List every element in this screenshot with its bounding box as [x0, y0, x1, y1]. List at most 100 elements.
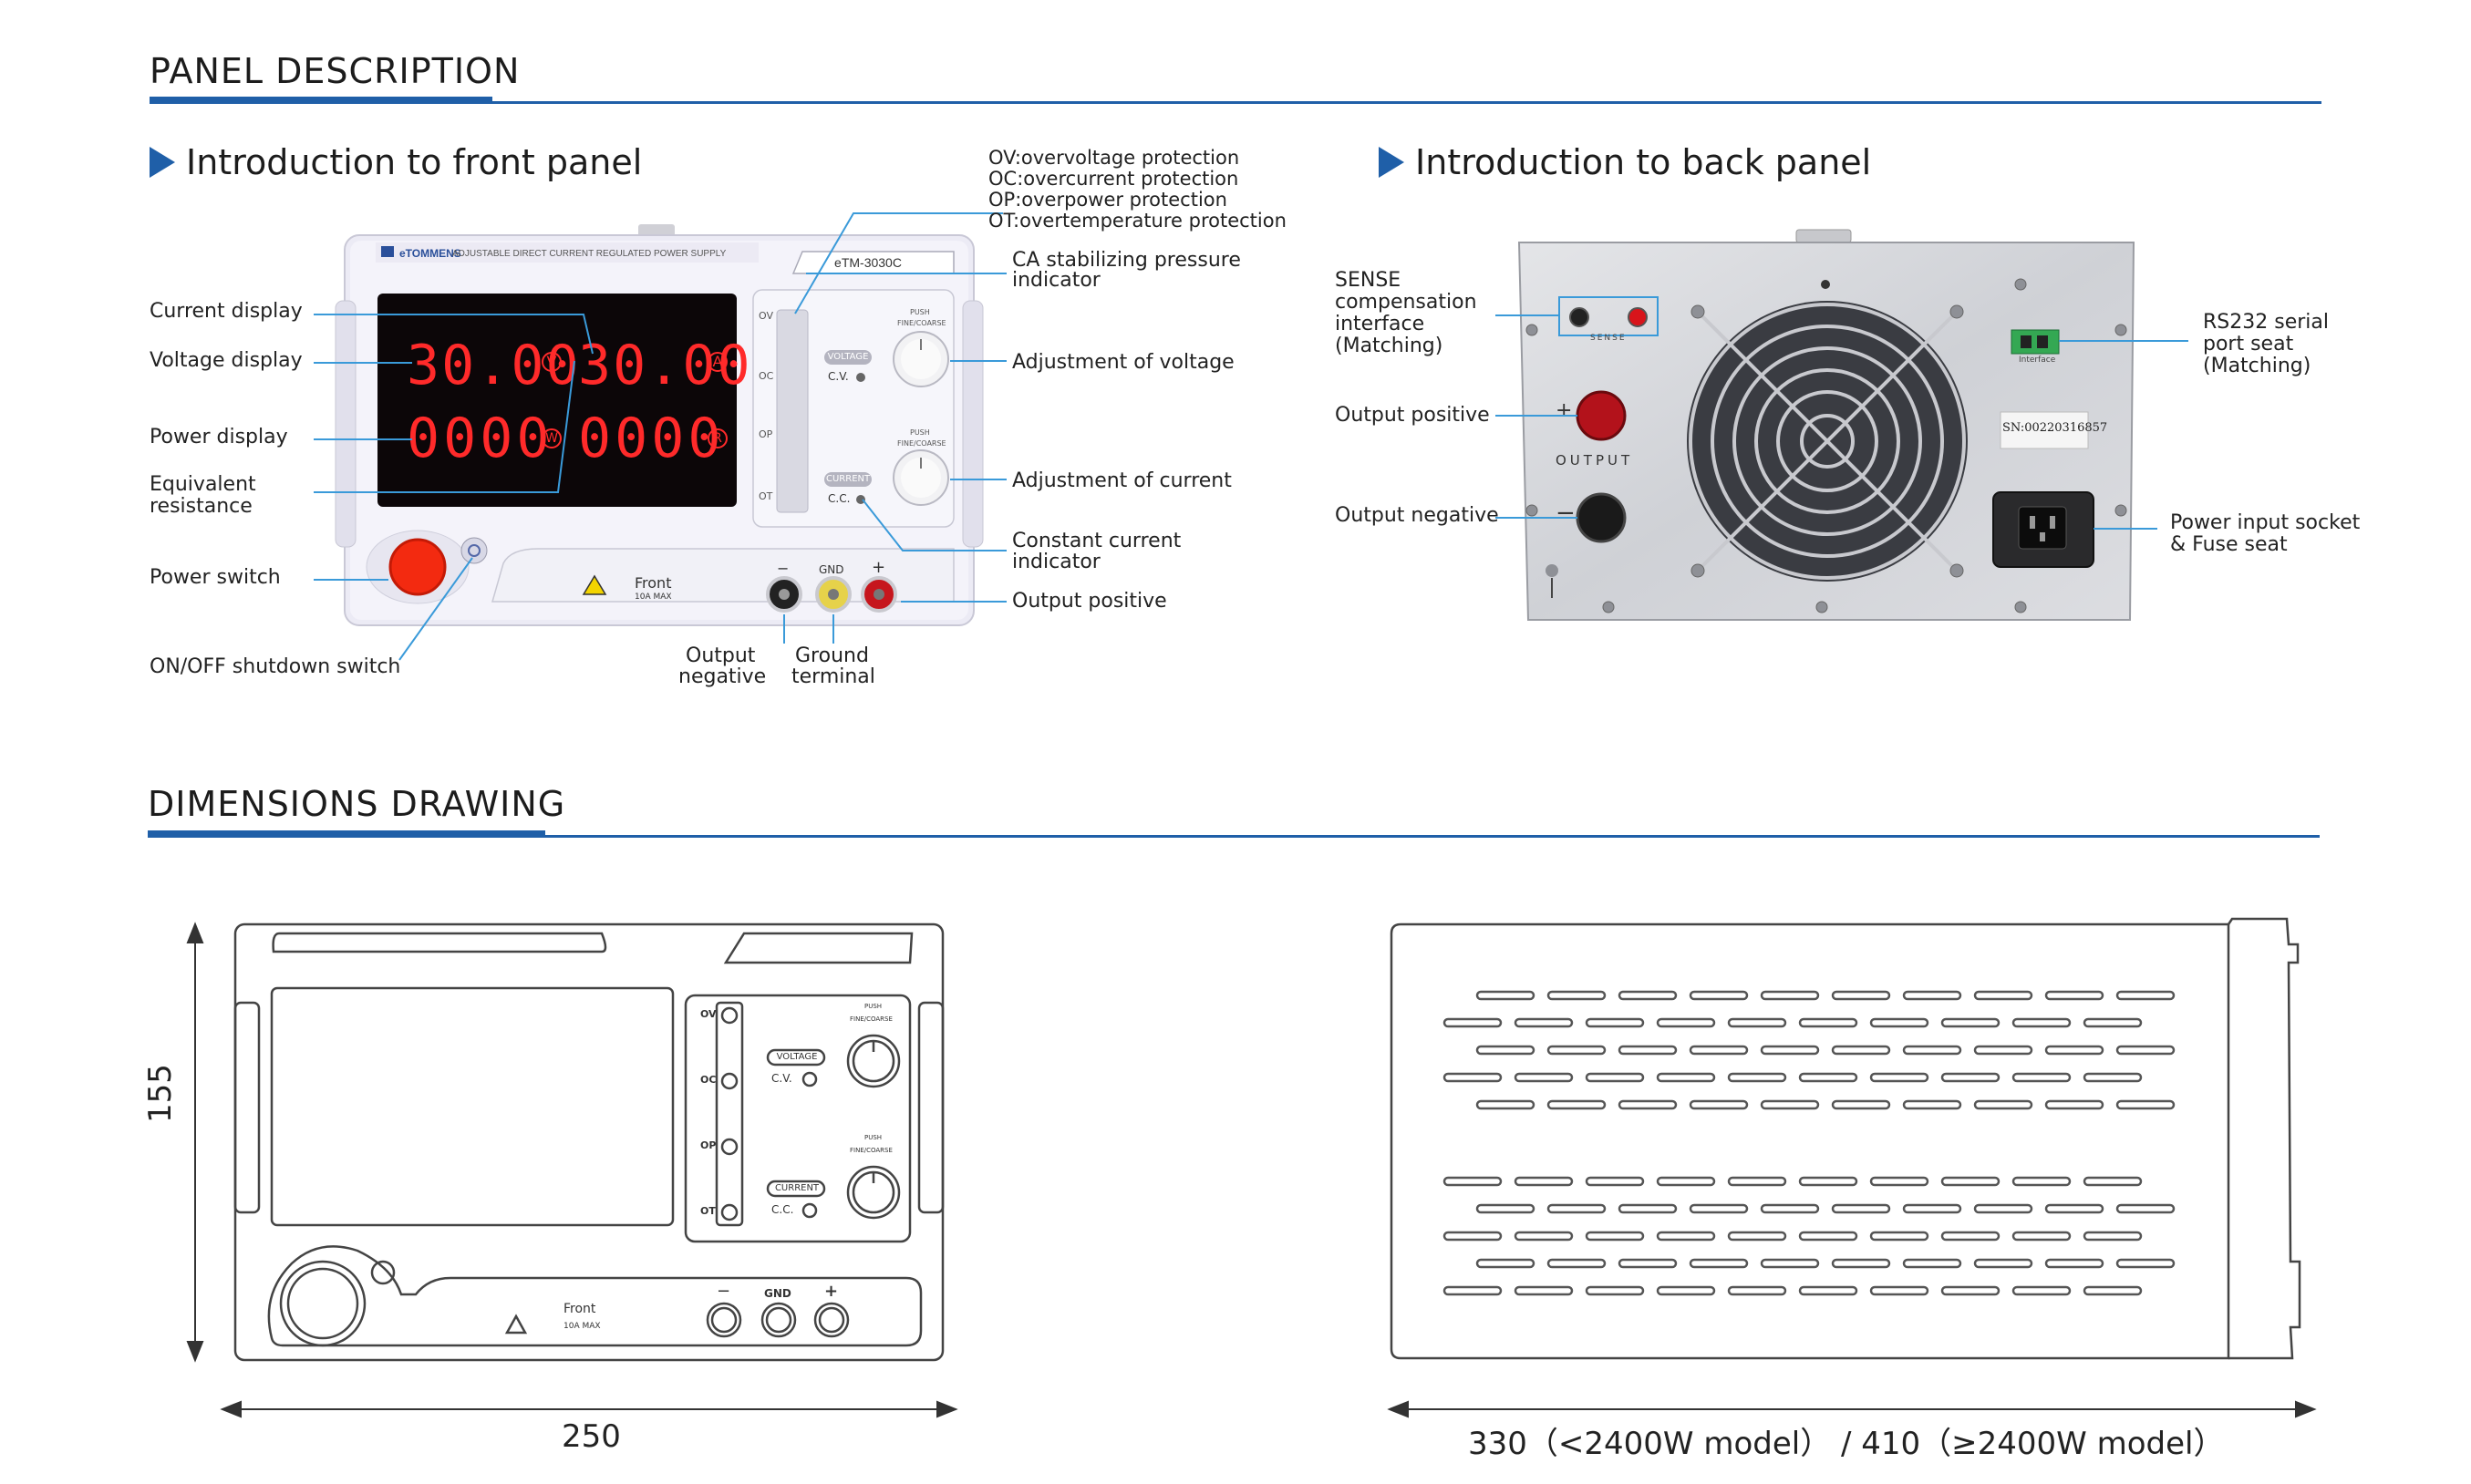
- indicator-ov: OV: [759, 310, 773, 322]
- max-current-label: 10A MAX: [635, 593, 672, 602]
- vent-slot: [1585, 1072, 1645, 1083]
- vent-slot: [1689, 1045, 1749, 1056]
- vent-slot: [1656, 1017, 1716, 1028]
- vent-slot: [1973, 1203, 2033, 1214]
- vent-slot: [1656, 1231, 1716, 1242]
- vent-slot: [1869, 1176, 1929, 1187]
- label-power-input-1: Power input socket: [2170, 511, 2361, 534]
- vent-slot: [1585, 1231, 1645, 1242]
- drawing-minus: −: [717, 1282, 731, 1301]
- dimension-depth: 330（<2400W model） / 410（≥2400W model）: [1468, 1426, 2225, 1462]
- led-display-panel: [377, 294, 737, 507]
- vent-slot: [1442, 1072, 1503, 1083]
- drawing-cv: C.V.: [771, 1072, 792, 1085]
- vent-slot: [1727, 1231, 1787, 1242]
- label-output-positive-front: Output positive: [1012, 590, 1167, 613]
- vent-slot: [1514, 1072, 1574, 1083]
- vent-slot: [1585, 1017, 1645, 1028]
- vent-slot: [1656, 1176, 1716, 1187]
- front-panel-title: Introduction to front panel: [150, 142, 642, 182]
- vent-slot: [1475, 1203, 1535, 1214]
- drawing-oc: OC: [700, 1074, 717, 1086]
- vent-slot: [1940, 1072, 2001, 1083]
- drawing-op: OP: [700, 1139, 717, 1151]
- vent-slot: [1869, 1017, 1929, 1028]
- label-cc-indicator-2: indicator: [1012, 551, 1101, 573]
- vent-slot: [2115, 1203, 2176, 1214]
- label-power-input-2: & Fuse seat: [2170, 533, 2288, 556]
- vent-slot: [1442, 1231, 1503, 1242]
- label-ot-protection: OT:overtemperature protection: [988, 210, 1287, 232]
- vent-slot: [1475, 1258, 1535, 1269]
- vent-slot: [2083, 1231, 2143, 1242]
- drawing-push-2: PUSH: [864, 1134, 883, 1141]
- vent-slot: [2011, 1072, 2072, 1083]
- drawing-voltage: VOLTAGE: [776, 1052, 818, 1062]
- label-rs232-2: port seat: [2203, 333, 2294, 356]
- vent-slot: [1442, 1285, 1503, 1296]
- vent-slot: [1869, 1285, 1929, 1296]
- push-label-1: PUSH: [910, 308, 930, 316]
- unit-r: R: [708, 428, 728, 448]
- back-panel-title-text: Introduction to back panel: [1415, 142, 1872, 182]
- label-ov-protection: OV:overvoltage protection: [988, 147, 1240, 169]
- label-sense-2: compensation: [1335, 291, 1477, 314]
- vent-slot: [1798, 1285, 1858, 1296]
- vent-slot: [1973, 1045, 2033, 1056]
- vent-slot: [2115, 1258, 2176, 1269]
- dimension-width: 250: [562, 1418, 621, 1455]
- label-oc-protection: OC:overcurrent protection: [988, 168, 1239, 190]
- vent-slot: [1940, 1176, 2001, 1187]
- indicator-op: OP: [759, 428, 773, 440]
- drawing-cc: C.C.: [771, 1203, 794, 1216]
- vent-slot: [1760, 990, 1820, 1001]
- front-terminal-label: Front: [635, 574, 672, 592]
- vent-slot: [1940, 1017, 2001, 1028]
- serial-number: SN:00220316857: [2002, 421, 2108, 435]
- vent-slot: [1973, 990, 2033, 1001]
- vent-slot: [1760, 1099, 1820, 1110]
- vent-slot: [2083, 1176, 2143, 1187]
- label-op-protection: OP:overpower protection: [988, 189, 1227, 211]
- drawing-current: CURRENT: [774, 1183, 820, 1193]
- vent-slot: [1618, 990, 1678, 1001]
- vent-slot: [1546, 990, 1607, 1001]
- vent-slot: [1940, 1285, 2001, 1296]
- vent-slot: [1902, 1045, 1962, 1056]
- triangle-bullet-icon: [150, 147, 175, 178]
- triangle-bullet-icon: [1379, 147, 1404, 178]
- vent-slot: [1618, 1045, 1678, 1056]
- vent-slot: [1760, 1203, 1820, 1214]
- vent-slot: [1760, 1045, 1820, 1056]
- vent-slot: [2044, 990, 2104, 1001]
- vent-slot: [1727, 1285, 1787, 1296]
- vent-slot: [1869, 1072, 1929, 1083]
- label-sense-3: interface: [1335, 313, 1425, 335]
- label-voltage-display: Voltage display: [150, 349, 303, 372]
- vent-slot: [2044, 1203, 2104, 1214]
- vent-slot: [1973, 1258, 2033, 1269]
- vent-slot: [2011, 1017, 2072, 1028]
- vent-slot: [2044, 1045, 2104, 1056]
- vent-slot: [1902, 1203, 1962, 1214]
- push-label-2: PUSH: [910, 428, 930, 437]
- vent-slot: [1546, 1045, 1607, 1056]
- vent-slot: [1727, 1017, 1787, 1028]
- label-ca-indicator-1: CA stabilizing pressure: [1012, 249, 1241, 272]
- vent-slot: [1618, 1203, 1678, 1214]
- resistance-readout: 0000: [578, 407, 725, 470]
- fine-coarse-label-2: FINE/COARSE: [897, 439, 946, 448]
- cc-label: C.C.: [828, 492, 851, 505]
- vent-slot: [1831, 990, 1891, 1001]
- vent-slot: [1442, 1017, 1503, 1028]
- label-equivalent-resistance-2: resistance: [150, 495, 253, 518]
- power-readout: 0000: [407, 407, 553, 470]
- front-panel-title-text: Introduction to front panel: [186, 142, 643, 182]
- model-label: eTM-3030C: [834, 255, 902, 270]
- vent-slot: [1618, 1099, 1678, 1110]
- unit-v: V: [542, 352, 562, 372]
- vent-slot: [1585, 1285, 1645, 1296]
